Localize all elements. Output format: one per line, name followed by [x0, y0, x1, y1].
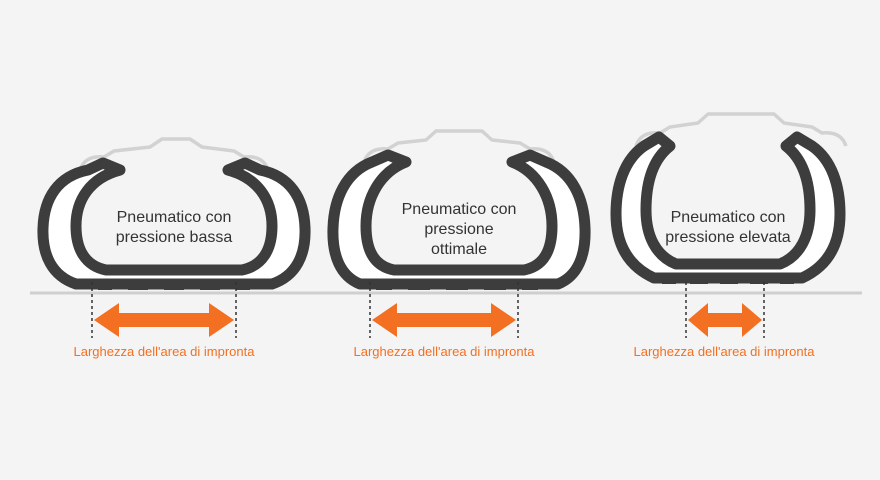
- tire-label-line: ottimale: [430, 241, 488, 258]
- tire-low-pressure: [37, 137, 311, 338]
- tire-label-line: Pneumatico con: [670, 209, 786, 226]
- tire-label-optimal-pressure: Pneumatico con pressione ottimale: [359, 200, 559, 260]
- double-arrow-high: [688, 303, 762, 337]
- tread-high-pressure: [662, 278, 794, 284]
- tire-body-optimal-pressure: [327, 149, 591, 290]
- double-arrow-optimal: [372, 303, 516, 337]
- tread-low-pressure: [98, 284, 250, 290]
- tire-high-pressure: [610, 112, 848, 338]
- tread-optimal-pressure: [376, 284, 538, 290]
- tire-label-line: Pneumatico con: [401, 201, 517, 218]
- caption-footprint-high: Larghezza dell'area di impronta: [633, 344, 815, 359]
- tire-label-low-pressure: Pneumatico con pressione bassa: [74, 208, 274, 248]
- rim-low-pressure: [78, 137, 270, 171]
- tire-optimal-pressure: [327, 129, 591, 338]
- tire-body-high-pressure: [610, 131, 846, 284]
- double-arrow-low: [94, 303, 234, 337]
- tire-label-high-pressure: Pneumatico con pressione elevata: [628, 208, 828, 248]
- rim-high-pressure: [634, 112, 848, 147]
- rim-optimal-pressure: [362, 129, 556, 163]
- tire-label-line: pressione: [424, 221, 494, 238]
- caption-footprint-low: Larghezza dell'area di impronta: [73, 344, 255, 359]
- tire-body-low-pressure: [37, 157, 311, 290]
- tire-label-line: pressione elevata: [665, 229, 791, 246]
- tire-label-line: Pneumatico con: [116, 209, 232, 226]
- tire-label-line: pressione bassa: [115, 229, 233, 246]
- caption-footprint-optimal: Larghezza dell'area di impronta: [353, 344, 535, 359]
